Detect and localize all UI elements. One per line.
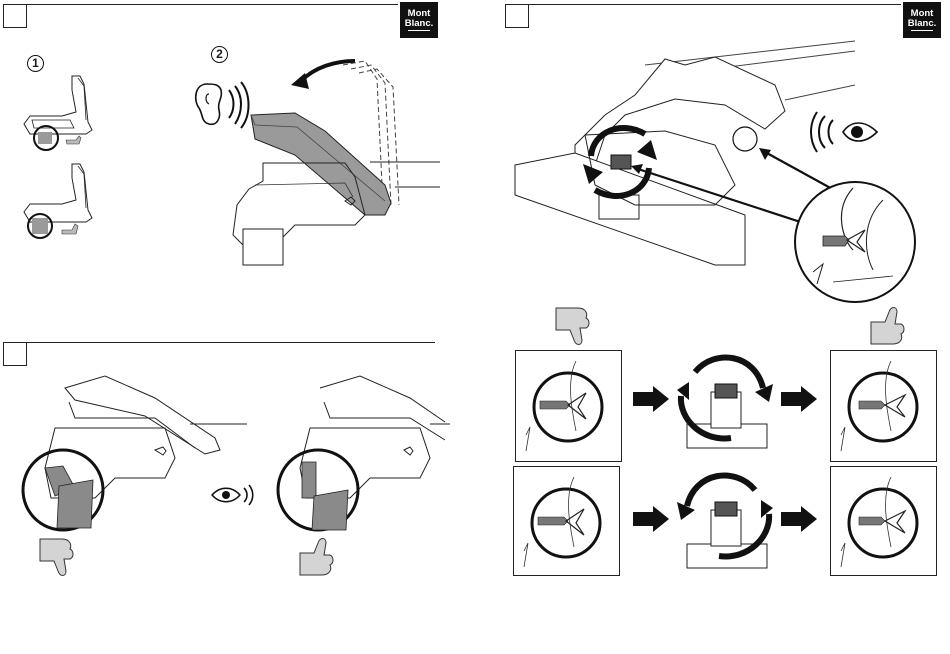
arrow-right-icon xyxy=(633,386,669,412)
brand-line2: Blanc. xyxy=(400,19,438,29)
arrow-right-icon-4 xyxy=(781,506,817,532)
thumb-down-small xyxy=(66,136,81,144)
marker-1: 1 xyxy=(27,55,44,72)
header-rule-bottom-left xyxy=(27,342,435,343)
arrow-right-icon-2 xyxy=(781,386,817,412)
foot-assembly-good xyxy=(270,368,450,548)
header-rule-top-left xyxy=(27,4,398,5)
foot-sketch-bottom xyxy=(22,160,102,240)
thumb-up-icon xyxy=(296,535,340,579)
detail-frame-row1-right xyxy=(830,350,937,462)
thumb-up-icon-right xyxy=(867,304,911,348)
arrow-right-icon-3 xyxy=(633,506,669,532)
detail-frame-row2-right xyxy=(830,466,937,576)
brand-line2: Blanc. xyxy=(903,19,941,29)
foot-sketch-top xyxy=(22,72,102,147)
rotate-counterclockwise-icon xyxy=(675,466,775,570)
rotate-clockwise-icon xyxy=(675,348,775,448)
detail-frame-row1-left xyxy=(515,350,622,462)
brand-logo-left: Mont Blanc. xyxy=(400,2,438,38)
left-page: Mont Blanc. 1 2 xyxy=(0,0,475,654)
thumb-up-small xyxy=(62,224,78,234)
step-box-bottom-left xyxy=(3,342,27,366)
thumb-down-icon xyxy=(36,535,80,579)
zoom-detail-circle xyxy=(793,180,923,310)
eye-icon-left xyxy=(210,482,260,508)
step-box-top-left xyxy=(3,4,27,28)
foot-assembly-bad xyxy=(15,368,255,548)
right-page: Mont Blanc. xyxy=(475,0,950,654)
foot-assembly-large xyxy=(215,105,435,275)
step-box-top-right xyxy=(505,4,529,28)
brand-logo-right: Mont Blanc. xyxy=(903,2,941,38)
header-rule-top-right xyxy=(529,4,901,5)
thumb-down-icon-right xyxy=(552,304,596,348)
detail-frame-row2-left xyxy=(513,466,620,576)
marker-2: 2 xyxy=(211,46,228,63)
